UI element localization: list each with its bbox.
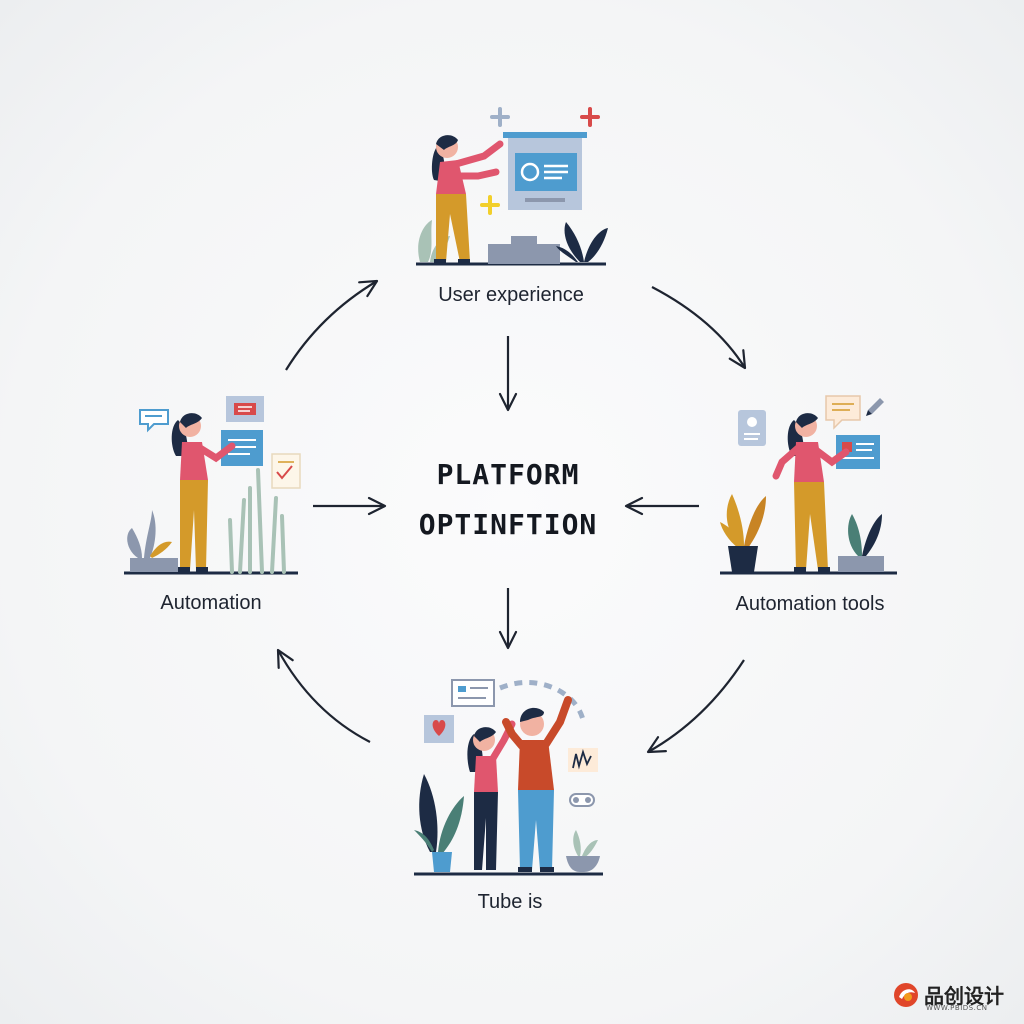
- screen-board-icon: [488, 132, 587, 264]
- watermark-url-text: WWW.PBIDS.CN: [926, 1004, 988, 1012]
- node-label-tube-is: Tube is: [477, 891, 543, 913]
- woman-presenting-figure: [431, 135, 504, 264]
- potted-plant-icon: [720, 494, 766, 572]
- watermark-brand-text: 品创设计: [924, 984, 1004, 1008]
- tube-is-illustration: [414, 679, 603, 876]
- woman-working-figure: [171, 413, 236, 572]
- automation-illustration: [124, 396, 301, 575]
- pencil-icon: [866, 398, 884, 416]
- center-title-line-2: OPTINFTION: [418, 508, 598, 541]
- bar-chart-icon: [568, 748, 598, 772]
- checklist-icon: [271, 453, 301, 489]
- center-title-line-1: PLATFORM: [436, 458, 580, 491]
- potted-plant-icon: [127, 510, 178, 572]
- woman-operating-figure: [772, 413, 850, 572]
- chat-bubble-icon: [139, 409, 169, 433]
- brand-logo-icon: [894, 983, 918, 1007]
- plus-icon: [490, 107, 510, 127]
- watermark-logo: 品创设计 WWW.PBIDS.CN: [890, 978, 1010, 1018]
- node-label-automation-tools: Automation tools: [735, 593, 885, 615]
- message-card-icon: [226, 396, 264, 422]
- screen-panel-icon: [221, 430, 263, 466]
- browser-window-icon: [451, 679, 495, 707]
- grass-icon: [228, 468, 286, 574]
- node-label-automation: Automation: [160, 592, 262, 614]
- note-bubble-icon: [825, 395, 861, 430]
- potted-plant-icon: [566, 830, 600, 872]
- potted-plant-icon: [414, 774, 464, 872]
- id-card-icon: [738, 410, 766, 446]
- potted-plant-icon: [838, 514, 884, 572]
- dashed-connection-line: [499, 680, 587, 725]
- plus-icon: [580, 107, 600, 127]
- plant-icon: [556, 222, 608, 262]
- high-five-figures: [467, 696, 572, 872]
- user-experience-illustration: [416, 107, 608, 266]
- toggle-icon: [569, 793, 595, 807]
- arrow-top-to-right: [651, 286, 747, 370]
- heart-card-icon: [424, 715, 454, 743]
- plus-icon: [480, 195, 500, 215]
- automation-tools-illustration: [720, 395, 897, 575]
- arrow-left-to-top: [285, 279, 379, 371]
- node-label-user-experience: User experience: [438, 284, 584, 306]
- arrow-bottom-to-left: [276, 648, 371, 743]
- arrow-right-to-bottom: [646, 659, 745, 754]
- connector-arrows: [276, 279, 747, 754]
